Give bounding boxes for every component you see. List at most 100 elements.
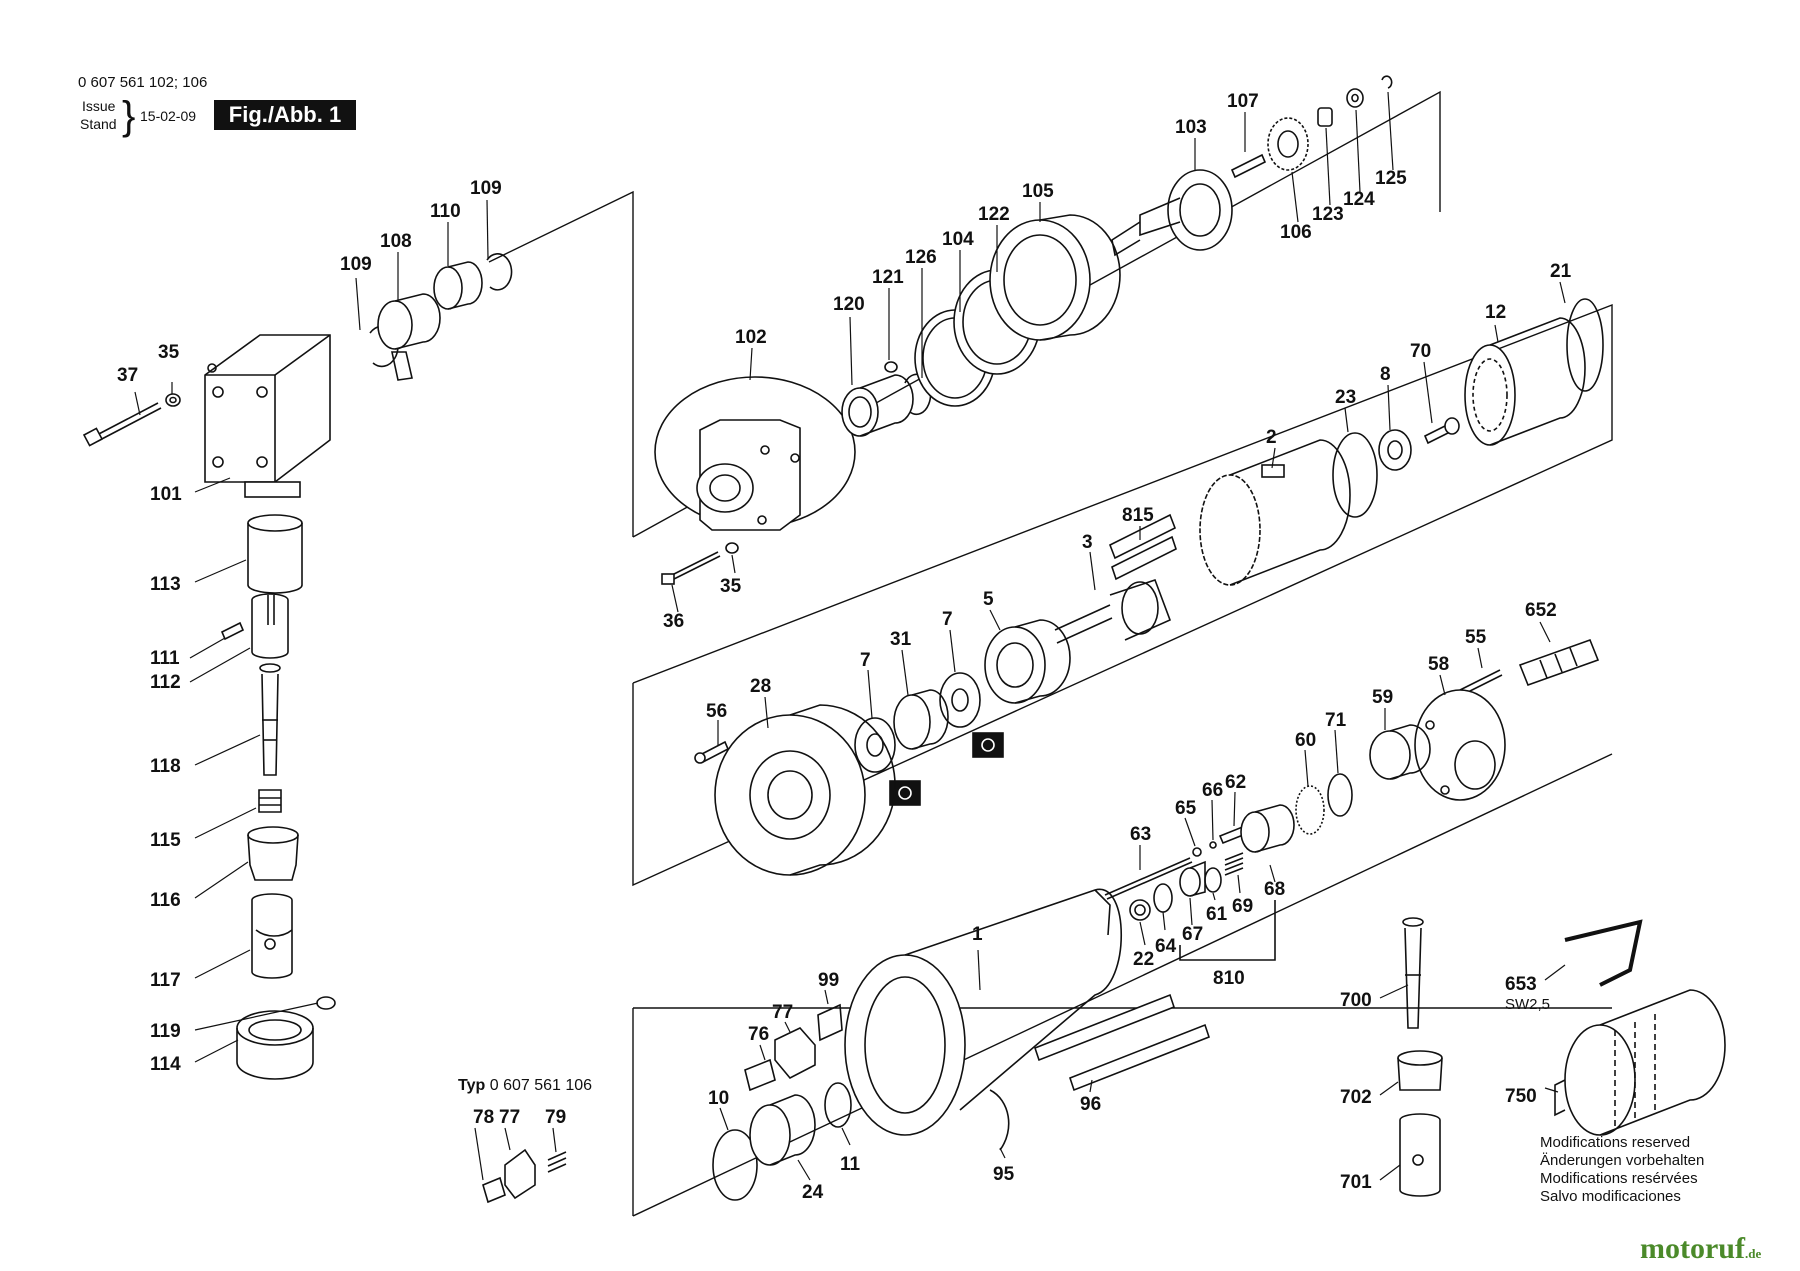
label-652: 652: [1525, 600, 1557, 621]
label-62: 62: [1225, 772, 1246, 793]
label-109b: 109: [470, 178, 502, 199]
modifications-note-3: Modifications resérvées: [1540, 1170, 1698, 1187]
label-76: 76: [748, 1024, 769, 1045]
main-housing-parts: [482, 888, 1210, 1204]
label-23: 23: [1335, 387, 1356, 408]
label-66: 66: [1202, 780, 1223, 801]
label-5: 5: [983, 589, 994, 610]
label-750: 750: [1505, 1086, 1537, 1107]
typ-number: 0 607 561 106: [489, 1077, 593, 1094]
label-2: 2: [1266, 427, 1277, 448]
label-70: 70: [1410, 341, 1431, 362]
label-77b: 77: [499, 1107, 520, 1128]
label-31: 31: [890, 629, 912, 650]
label-115: 115: [150, 830, 181, 851]
label-702: 702: [1340, 1087, 1372, 1108]
label-815: 815: [1122, 505, 1154, 526]
label-55: 55: [1465, 627, 1487, 648]
label-sw: SW2,5: [1505, 996, 1550, 1013]
watermark-text: motoruf: [1640, 1232, 1745, 1265]
label-116: 116: [150, 890, 181, 911]
leader-lines: [134, 91, 1566, 1181]
label-59: 59: [1372, 687, 1393, 708]
label-112: 112: [150, 672, 181, 693]
watermark-logo: motoruf.de: [1640, 1232, 1761, 1266]
brace-glyph: }: [122, 94, 136, 138]
modifications-note-4: Salvo modificaciones: [1540, 1188, 1681, 1205]
label-114: 114: [150, 1054, 181, 1075]
label-117: 117: [150, 970, 181, 991]
label-120: 120: [833, 294, 865, 315]
label-104: 104: [942, 229, 974, 250]
figure-label: Fig./Abb. 1: [214, 100, 356, 130]
label-109a: 109: [340, 254, 372, 275]
label-107: 107: [1227, 91, 1259, 112]
issue-date: 15-02-09: [140, 108, 197, 124]
label-8: 8: [1380, 364, 1391, 385]
modifications-note-2: Änderungen vorbehalten: [1540, 1152, 1705, 1169]
label-125: 125: [1375, 168, 1407, 189]
label-118: 118: [150, 756, 181, 777]
label-61: 61: [1206, 904, 1228, 925]
label-37: 37: [117, 365, 138, 386]
gear-head-parts: [369, 75, 1393, 585]
label-7b: 7: [942, 609, 953, 630]
label-810: 810: [1213, 968, 1245, 989]
label-71: 71: [1325, 710, 1347, 731]
label-126: 126: [905, 247, 937, 268]
label-12: 12: [1485, 302, 1506, 323]
label-64: 64: [1155, 936, 1177, 957]
label-56: 56: [706, 701, 727, 722]
label-1: 1: [972, 924, 983, 945]
label-65: 65: [1175, 798, 1197, 819]
label-58: 58: [1428, 654, 1449, 675]
typ-note: Typ 0 607 561 106: [458, 1077, 592, 1095]
part-number: 0 607 561 102; 106: [78, 74, 208, 91]
label-95: 95: [993, 1164, 1015, 1185]
label-700: 700: [1340, 990, 1372, 1011]
typ-prefix: Typ: [458, 1077, 486, 1094]
modifications-note-1: Modifications reserved: [1540, 1134, 1691, 1151]
label-106: 106: [1280, 222, 1312, 243]
section-frames: [488, 90, 1613, 1217]
label-111: 111: [150, 648, 180, 669]
label-105: 105: [1022, 181, 1054, 202]
label-22: 22: [1133, 949, 1154, 970]
label-102: 102: [735, 327, 767, 348]
label-113: 113: [150, 574, 181, 595]
label-63: 63: [1130, 824, 1151, 845]
label-121: 121: [872, 267, 904, 288]
label-69: 69: [1232, 896, 1253, 917]
label-35: 35: [158, 342, 180, 363]
label-7a: 7: [860, 650, 871, 671]
part-number-labels: 37 35 101 113 111 112 118 115 116 117 11…: [117, 91, 1572, 1203]
label-101: 101: [150, 484, 182, 505]
label-68: 68: [1264, 879, 1285, 900]
label-35b: 35: [720, 576, 742, 597]
label-60: 60: [1295, 730, 1316, 751]
label-119: 119: [150, 1021, 181, 1042]
label-24: 24: [802, 1182, 824, 1203]
label-96: 96: [1080, 1094, 1101, 1115]
label-124: 124: [1343, 189, 1375, 210]
label-36: 36: [663, 611, 684, 632]
label-78: 78: [473, 1107, 494, 1128]
label-67: 67: [1182, 924, 1203, 945]
label-79: 79: [545, 1107, 566, 1128]
stand-label: Stand: [80, 116, 117, 132]
watermark-suffix: .de: [1744, 1246, 1762, 1261]
label-110: 110: [430, 201, 461, 222]
angle-head-parts: [82, 334, 336, 1080]
label-103: 103: [1175, 117, 1207, 138]
label-701: 701: [1340, 1172, 1372, 1193]
motor-parts: [694, 298, 1604, 876]
label-11: 11: [840, 1154, 861, 1175]
label-77: 77: [772, 1002, 793, 1023]
label-123: 123: [1312, 204, 1344, 225]
valve-parts: [1104, 638, 1600, 961]
label-122: 122: [978, 204, 1010, 225]
issue-label: Issue: [82, 98, 116, 114]
label-108: 108: [380, 231, 412, 252]
